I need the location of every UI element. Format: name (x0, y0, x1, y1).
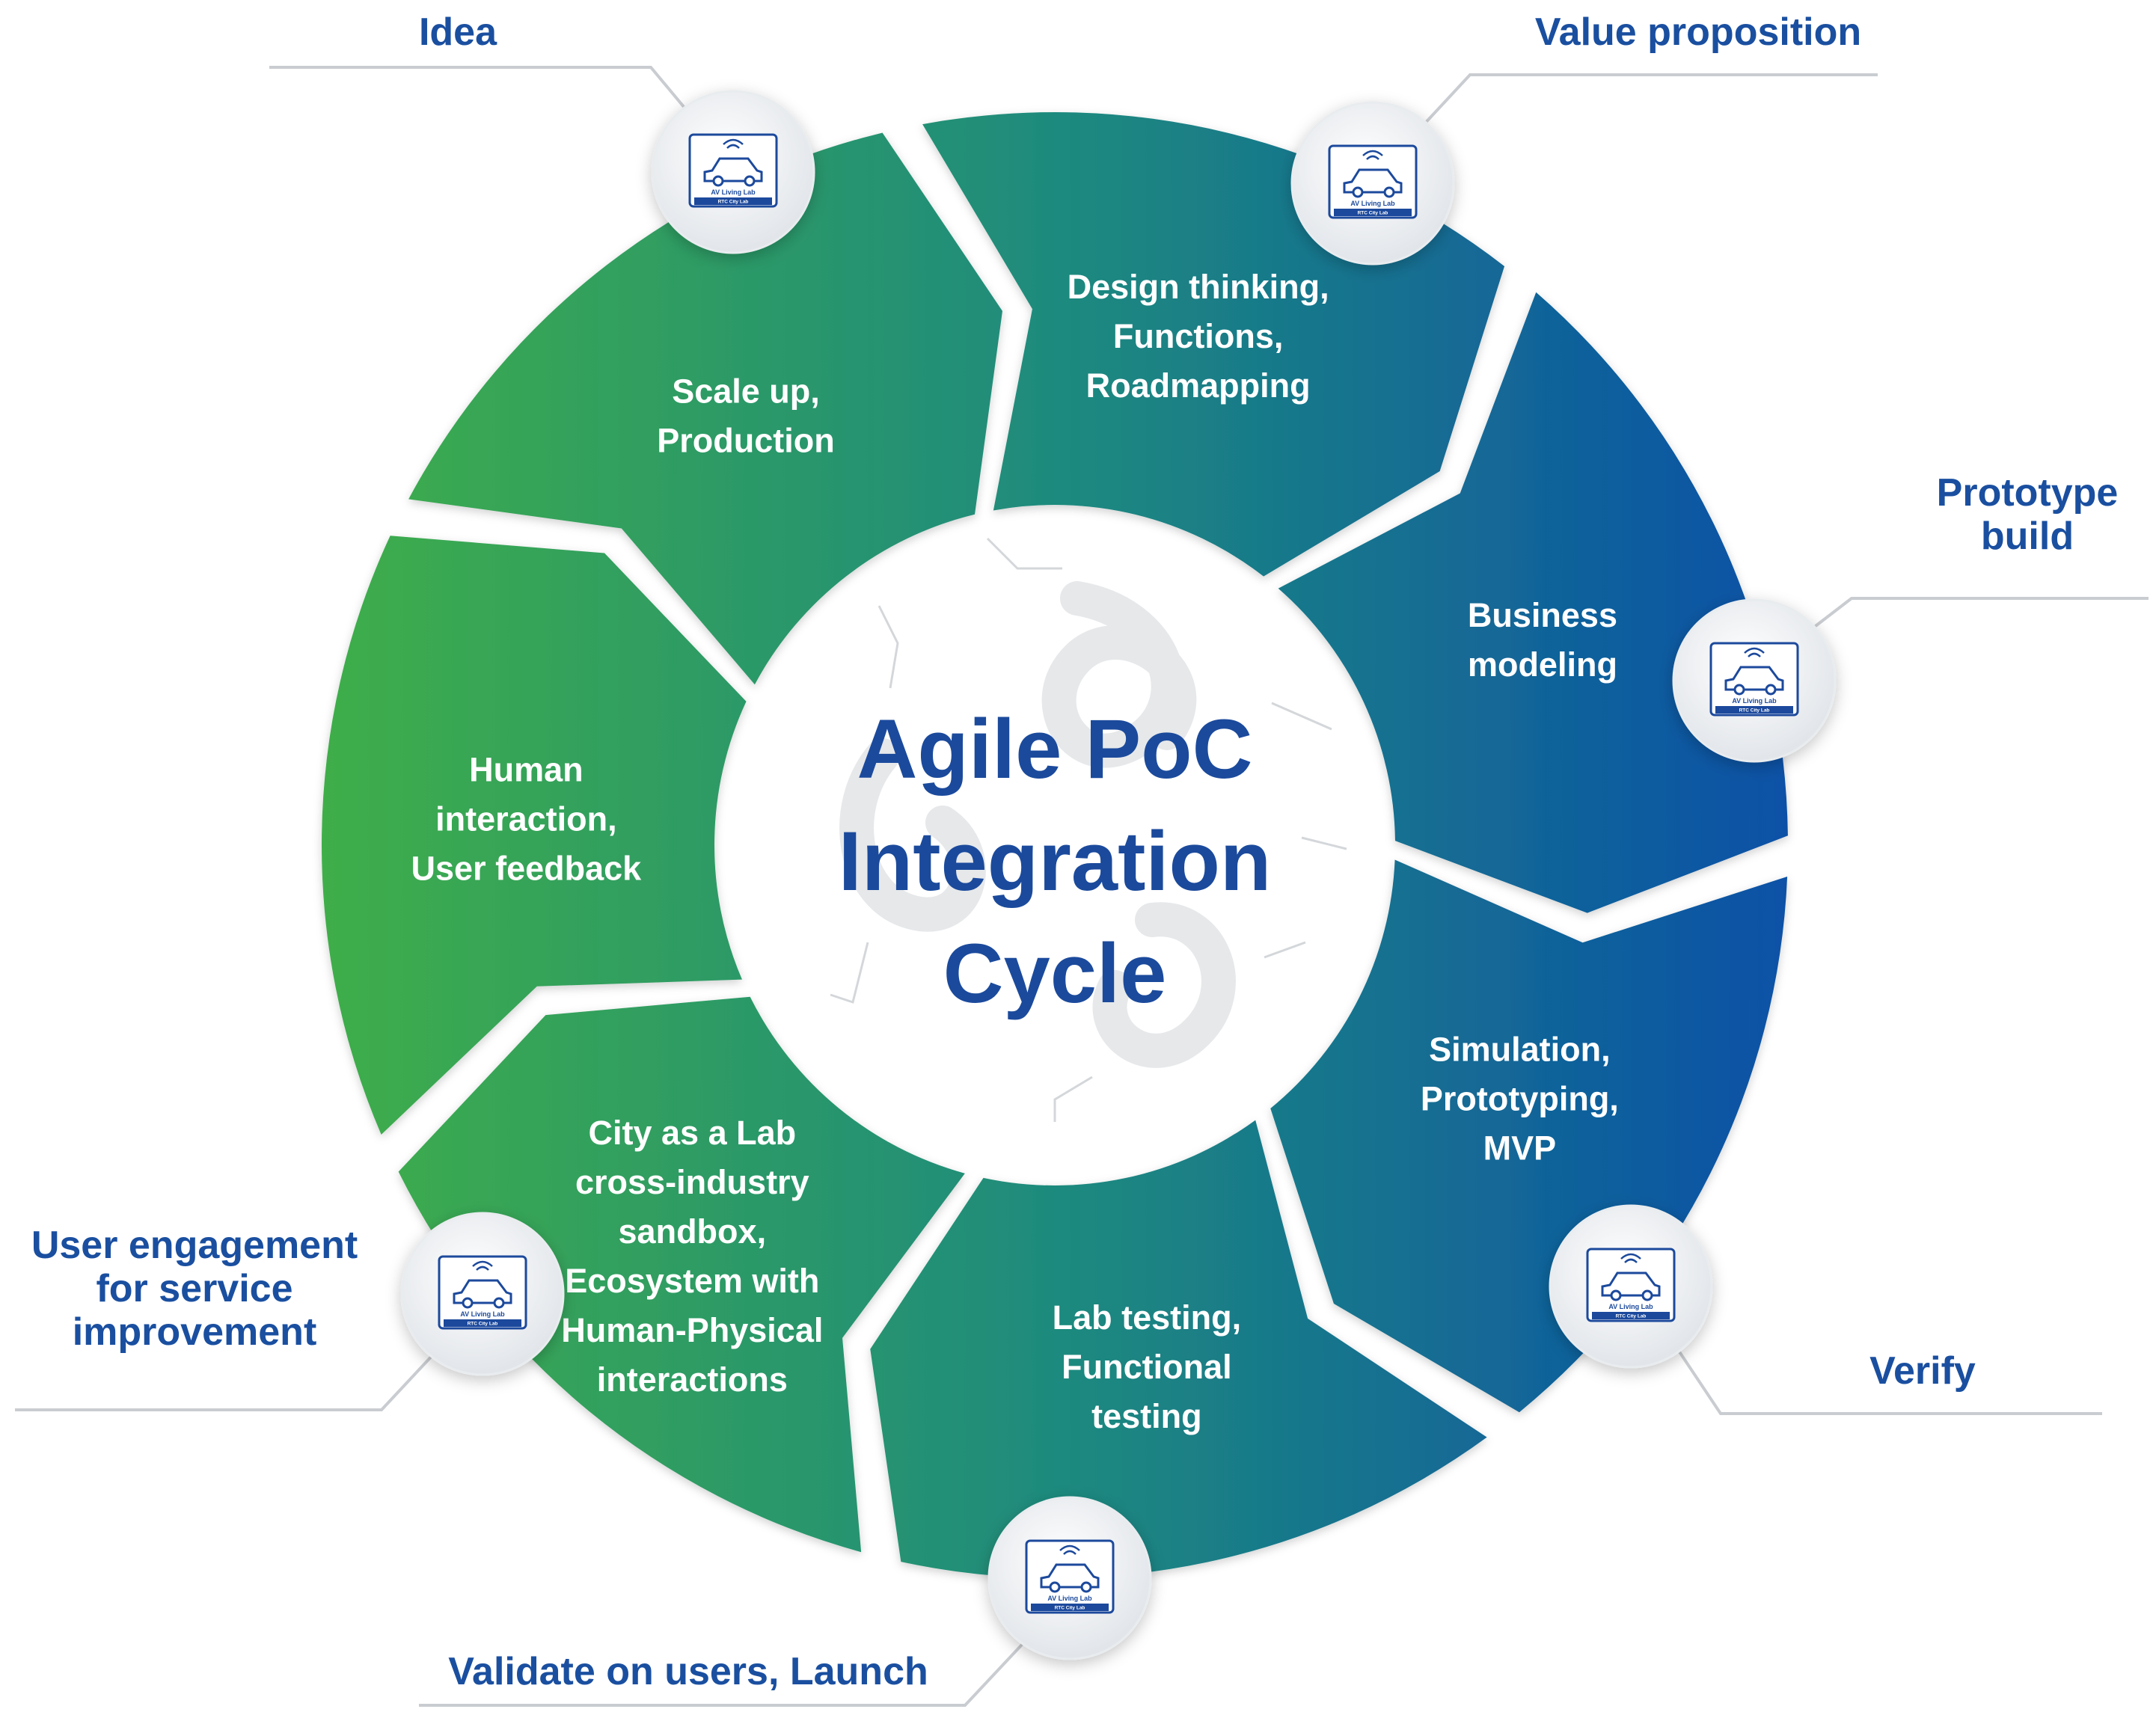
outer-label: Verify (1869, 1349, 1976, 1393)
outer-label: Value proposition (1535, 10, 1861, 54)
segment-label: Human interaction, User feedback (411, 751, 643, 888)
badge-sublabel: RTC City Lab (468, 1322, 498, 1327)
badge-label: AV Living Lab (1350, 200, 1395, 207)
center-title-line: Integration (839, 814, 1272, 908)
outer-label-line: Validate on users, Launch (448, 1650, 928, 1693)
segment-label-line: User feedback (411, 850, 643, 888)
badge-strip (1715, 706, 1793, 714)
outer-label-line: Idea (419, 10, 497, 54)
segment-labels: Design thinking, Functions, RoadmappingBus… (411, 268, 1619, 1435)
badge-sublabel: RTC City Lab (1616, 1314, 1647, 1319)
segment-label-line: Scale up, (672, 372, 820, 411)
av-car-icon (1025, 1539, 1115, 1614)
cycle-segment (1270, 859, 1788, 1413)
segment-label: Business modeling (1468, 596, 1617, 684)
av-car-icon (688, 133, 778, 208)
segment-label-line: sandbox, (619, 1212, 767, 1251)
segment-label: Simulation, Prototyping, MVP (1421, 1030, 1619, 1167)
segment-label-line: Functions, (1113, 317, 1283, 355)
segment-label: Lab testing, Functional testing (1053, 1298, 1242, 1435)
segment-label-line: modeling (1468, 645, 1617, 684)
badge-label: AV Living Lab (460, 1310, 505, 1318)
segment-label-line: Human (469, 751, 584, 789)
cycle-ring (321, 111, 1788, 1578)
segment-label: City as a Lab cross-industry sandbox, Ecosy… (561, 1114, 823, 1399)
segment-label-line: Prototyping, (1421, 1079, 1619, 1117)
badge-sublabel: RTC City Lab (1739, 708, 1770, 714)
badge-sublabel: RTC City Lab (1358, 211, 1388, 216)
outer-label-line: build (1981, 515, 2074, 558)
segment-label: Design thinking, Functions, Roadmapping (1068, 268, 1329, 405)
segment-label-line: Ecosystem with (565, 1262, 819, 1300)
badge-label: AV Living Lab (1732, 697, 1777, 705)
badge-strip (1592, 1312, 1670, 1319)
badge-sublabel: RTC City Lab (718, 200, 749, 205)
cycle-segment (398, 996, 965, 1553)
badge-strip (694, 197, 772, 205)
segment-label-line: Simulation, (1429, 1030, 1611, 1068)
outer-label: Validate on users, Launch (448, 1650, 928, 1693)
segment-label-line: Functional (1062, 1348, 1231, 1386)
cycle-segment (1278, 292, 1788, 913)
outer-label: Idea (419, 10, 497, 54)
segment-label-line: interaction, (435, 800, 617, 838)
outer-label-line: for service (96, 1267, 293, 1310)
av-car-icon (438, 1255, 527, 1330)
outer-label-line: Prototype (1937, 471, 2119, 515)
cycle-segment (408, 132, 1002, 685)
infinity-watermark-icon (839, 581, 1236, 1068)
badge-strip (1334, 209, 1412, 216)
cycle-segment (870, 1120, 1487, 1578)
segment-label-line: Production (657, 422, 834, 460)
badge-strip (444, 1319, 521, 1327)
segment-label: Scale up, Production (657, 372, 834, 460)
segment-label-line: MVP (1483, 1129, 1557, 1167)
av-car-icon (1328, 144, 1418, 219)
segment-label-line: cross-industry (575, 1163, 809, 1201)
outer-label-line: User engagement (31, 1224, 358, 1267)
badge-label: AV Living Lab (711, 188, 756, 196)
center-title-line: Agile PoC (857, 702, 1253, 796)
segment-label-line: City as a Lab (589, 1114, 797, 1152)
av-car-icon (1586, 1248, 1676, 1322)
segment-label-line: Design thinking, (1068, 268, 1329, 306)
badge-strip (1031, 1604, 1109, 1611)
badge-label: AV Living Lab (1608, 1303, 1653, 1310)
cycle-segment (321, 536, 747, 1135)
segment-label-line: Business (1468, 596, 1617, 634)
outer-label-line: Value proposition (1535, 10, 1861, 54)
segment-label-line: Roadmapping (1086, 366, 1311, 405)
center-title-line: Cycle (943, 927, 1167, 1020)
badge-sublabel: RTC City Lab (1055, 1606, 1085, 1611)
segment-label-line: testing (1091, 1397, 1202, 1435)
av-car-icon (1709, 642, 1799, 717)
segment-label-line: Human-Physical (561, 1311, 823, 1349)
hub-crack-lines (830, 537, 1347, 1122)
outer-label-line: Verify (1869, 1349, 1976, 1393)
badge-label: AV Living Lab (1047, 1595, 1092, 1602)
segment-label-line: interactions (597, 1360, 788, 1399)
segment-label-line: Lab testing, (1053, 1298, 1242, 1337)
outer-label-line: improvement (73, 1310, 317, 1354)
